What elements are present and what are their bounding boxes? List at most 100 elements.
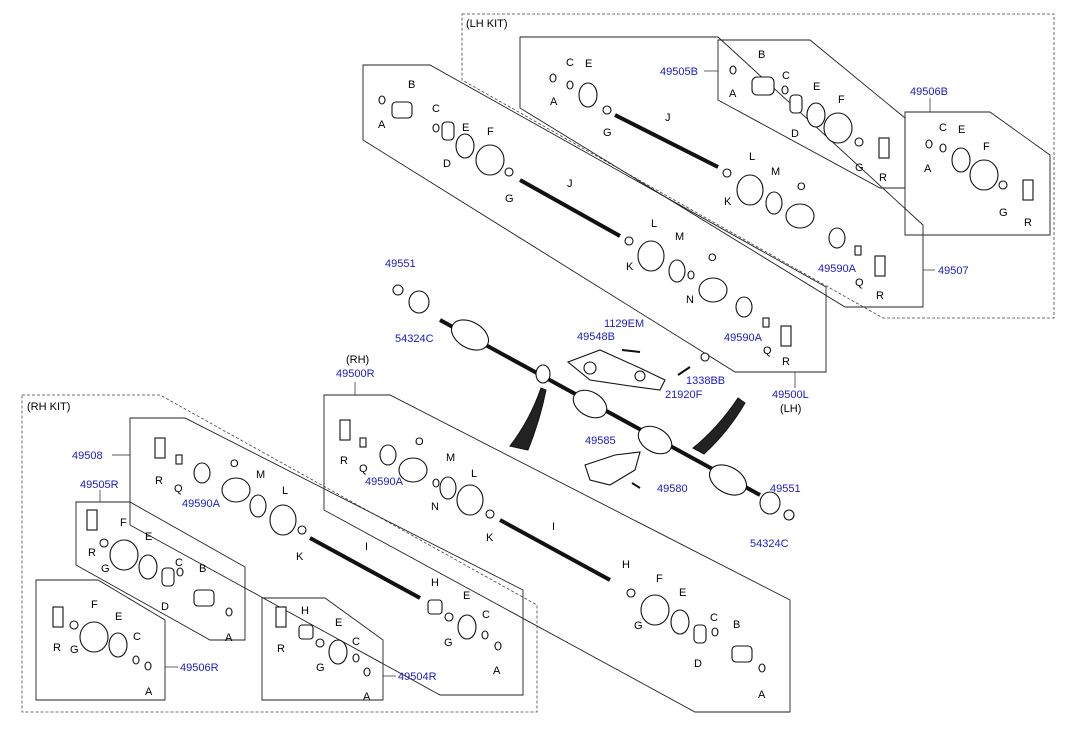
letter-E: E [462, 122, 469, 134]
part-49500L-link[interactable]: 49500L [772, 389, 809, 401]
letter-C: C [710, 612, 718, 624]
letter-M: M [256, 469, 265, 481]
letter-G: G [101, 563, 110, 575]
letter-A: A [758, 689, 766, 701]
letter-E: E [145, 531, 152, 543]
part-49504R-link[interactable]: 49504R [398, 671, 437, 683]
letter-E: E [335, 617, 342, 629]
letter-A: A [550, 96, 558, 108]
lh-side-label: (LH) [780, 403, 801, 415]
part-49590A-4-link[interactable]: 49590A [182, 498, 221, 510]
part-54324C-bottom-link[interactable]: 54324C [750, 538, 789, 550]
letter-D: D [443, 158, 451, 170]
mounting-bracket [566, 349, 666, 391]
letter-I: I [552, 521, 555, 533]
rh-kit-label: (RH KIT) [27, 401, 70, 413]
letter-L: L [651, 218, 657, 230]
letter-M: M [446, 452, 455, 464]
heat-shield [584, 451, 641, 486]
letter-R: R [1024, 217, 1032, 229]
part-49590A-2-link[interactable]: 49590A [724, 332, 763, 344]
part-1338BB-link[interactable]: 1338BB [686, 375, 725, 387]
letter-A: A [729, 88, 737, 100]
letter-D: D [694, 658, 702, 670]
letter-D: D [161, 601, 169, 613]
letter-G: G [70, 644, 79, 656]
letter-C: C [782, 70, 790, 82]
letter-Q: Q [763, 345, 772, 357]
letter-K: K [296, 551, 304, 563]
part-49505R-link[interactable]: 49505R [80, 479, 119, 491]
box-49500L [362, 64, 827, 373]
letter-D: D [791, 128, 799, 140]
letter-H: H [431, 577, 439, 589]
part-49507-link[interactable]: 49507 [938, 265, 969, 277]
letter-C: C [566, 57, 574, 69]
letter-E: E [585, 58, 592, 70]
part-49551-top-link[interactable]: 49551 [385, 258, 416, 270]
box-49506R [35, 579, 166, 701]
letter-R: R [782, 356, 790, 368]
letter-E: E [463, 590, 470, 602]
box-49500R [323, 394, 791, 713]
part-49590A-1-link[interactable]: 49590A [818, 263, 857, 275]
part-49551-bottom-link[interactable]: 49551 [770, 483, 801, 495]
box-49507 [519, 36, 924, 308]
letter-G: G [634, 620, 643, 632]
letter-E: E [958, 124, 965, 136]
box-49504R [261, 597, 384, 701]
letter-R: R [879, 172, 887, 184]
letter-K: K [626, 261, 634, 273]
small-parts [52, 65, 1034, 677]
letter-R: R [88, 547, 96, 559]
letter-C: C [432, 103, 440, 115]
letter-F: F [487, 126, 494, 138]
letter-J: J [567, 178, 573, 190]
part-49500R-link[interactable]: 49500R [336, 368, 375, 380]
rh-kit-outline [21, 394, 538, 713]
letter-M: M [675, 231, 684, 243]
box-49506B [904, 111, 1051, 236]
part-49590A-3-link[interactable]: 49590A [365, 476, 404, 488]
part-49580-link[interactable]: 49580 [657, 483, 688, 495]
part-21920F-link[interactable]: 21920F [665, 389, 703, 401]
letter-J: J [665, 112, 671, 124]
part-49548B-link[interactable]: 49548B [577, 331, 615, 343]
letter-Q: Q [855, 277, 864, 289]
box-49508 [129, 417, 524, 696]
part-49506R-link[interactable]: 49506R [180, 662, 219, 674]
letter-H: H [622, 559, 630, 571]
letter-G: G [603, 127, 612, 139]
letter-O: O [415, 436, 424, 448]
letter-A: A [145, 686, 153, 698]
letter-A: A [225, 632, 233, 644]
letter-F: F [120, 517, 127, 529]
lh-kit-outline [461, 13, 1055, 319]
letter-O: O [230, 458, 239, 470]
part-49585-link[interactable]: 49585 [585, 435, 616, 447]
part-54324C-top-link[interactable]: 54324C [395, 333, 434, 345]
letter-Q: Q [359, 463, 368, 475]
part-1129EM-link[interactable]: 1129EM [604, 318, 644, 330]
letter-H: H [301, 605, 309, 617]
letter-R: R [155, 475, 163, 487]
part-49508-link[interactable]: 49508 [72, 450, 103, 462]
letter-R: R [876, 290, 884, 302]
part-49505B-link[interactable]: 49505B [660, 66, 698, 78]
letter-A: A [493, 665, 501, 677]
part-49506B-link[interactable]: 49506B [910, 86, 948, 98]
letter-O: O [708, 252, 717, 264]
letter-A: A [363, 691, 371, 703]
letter-G: G [505, 193, 514, 205]
letter-N: N [686, 294, 694, 306]
letter-R: R [53, 642, 61, 654]
letter-B: B [733, 619, 740, 631]
letter-L: L [749, 151, 755, 163]
letter-O: O [797, 181, 806, 193]
assembled-drive-shaft [439, 318, 761, 497]
letter-I: I [365, 541, 368, 553]
letter-Q: Q [174, 483, 183, 495]
letter-K: K [486, 532, 494, 544]
letter-A: A [378, 119, 386, 131]
